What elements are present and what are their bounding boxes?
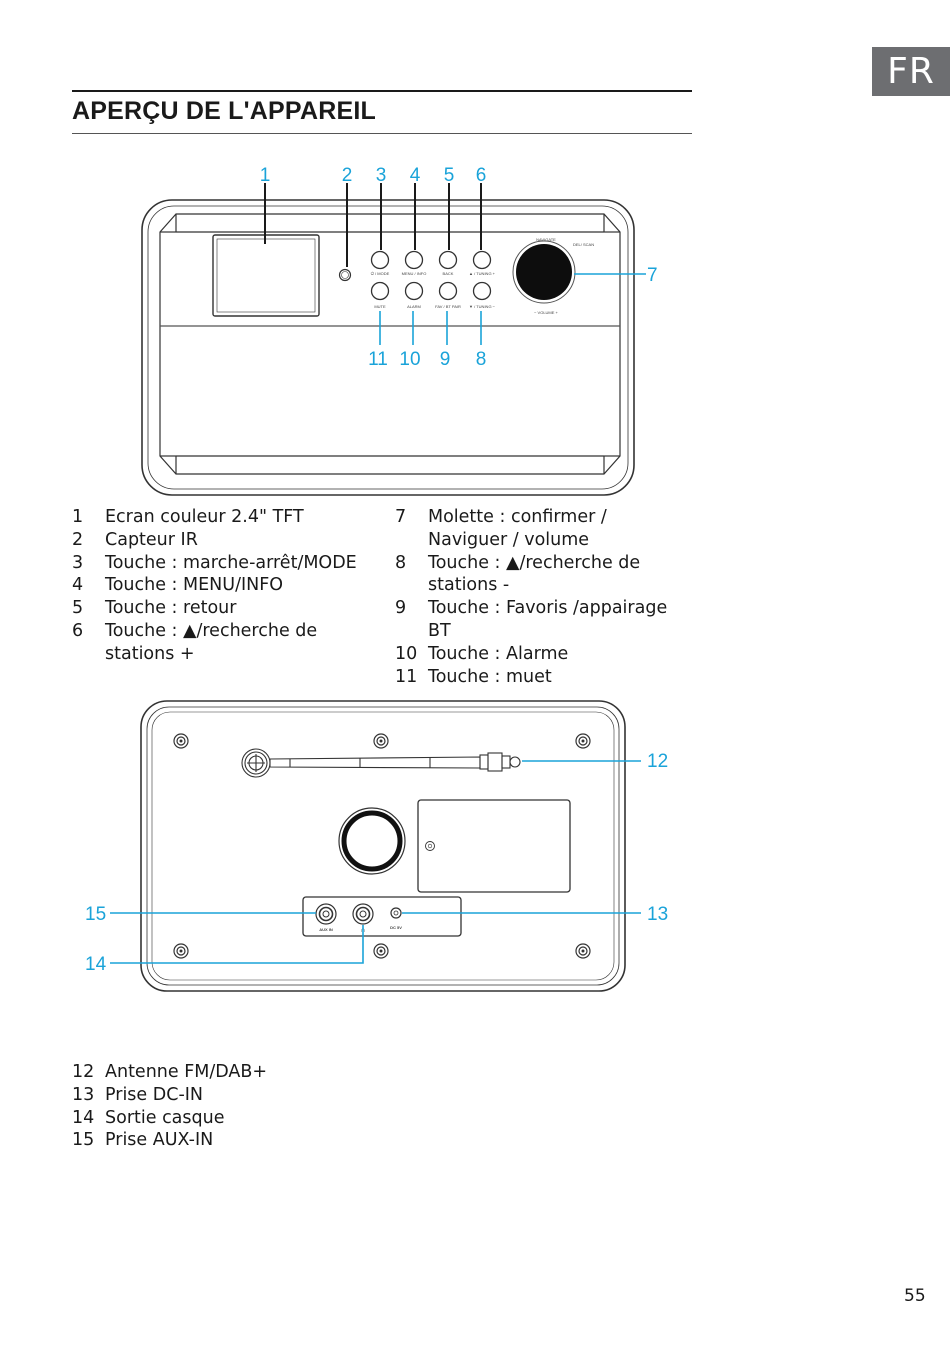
screw-icon xyxy=(373,733,389,749)
front-inner-frame xyxy=(147,205,629,490)
callout-number: 11 xyxy=(368,349,388,370)
panel-button xyxy=(472,250,492,270)
panel-button xyxy=(370,281,390,301)
speaker-port xyxy=(338,807,406,875)
language-tab: FR xyxy=(872,47,950,96)
button-label: ▼ / TUNING − xyxy=(469,304,496,309)
callout-number: 3 xyxy=(376,165,387,186)
knob-label-del-scan: DEL/ SCAN xyxy=(573,242,594,247)
callout-number: 10 xyxy=(399,349,420,370)
panel-button xyxy=(404,250,424,270)
button-label: BACK xyxy=(443,271,454,276)
front-outer-frame xyxy=(141,199,635,496)
battery-cover xyxy=(417,799,571,893)
button-label: ⏻ / MODE xyxy=(371,271,390,276)
knob-label-navigate: NAVIGATE xyxy=(536,237,556,242)
page-title: APERÇU DE L'APPAREIL xyxy=(72,97,376,125)
port-panel xyxy=(302,896,462,937)
screw-icon xyxy=(373,943,389,959)
ir-sensor xyxy=(338,268,352,282)
back-outer-frame xyxy=(140,700,626,992)
callout-number: 5 xyxy=(444,165,455,186)
title-rule-bottom xyxy=(72,133,692,134)
callout-number: 2 xyxy=(342,165,353,186)
callout-number: 13 xyxy=(647,904,668,925)
callout-number: 14 xyxy=(85,954,107,975)
headphone-port xyxy=(352,903,374,925)
callout-line xyxy=(110,925,364,964)
dc-in-label: DC 5V xyxy=(390,925,402,930)
dc-in-port xyxy=(390,907,402,919)
panel-button xyxy=(404,281,424,301)
callout-number: 1 xyxy=(260,165,271,186)
screw-icon xyxy=(575,733,591,749)
title-rule-top xyxy=(72,90,692,92)
screw-icon xyxy=(575,943,591,959)
panel-button xyxy=(438,250,458,270)
navigate-knob xyxy=(512,240,576,304)
button-label: MUTE xyxy=(374,304,386,309)
callout-number: 6 xyxy=(476,165,487,186)
panel-button xyxy=(438,281,458,301)
knob-label-volume: − VOLUME + xyxy=(534,310,558,315)
callout-number: 12 xyxy=(647,751,668,772)
panel-button xyxy=(472,281,492,301)
screw-icon xyxy=(173,943,189,959)
button-label: FAV / BT PAIR xyxy=(435,304,461,309)
callout-number: 8 xyxy=(476,349,487,370)
callout-number: 7 xyxy=(647,265,658,286)
aux-in-label: AUX IN xyxy=(319,927,333,932)
panel-button xyxy=(370,250,390,270)
button-label: ▲ / TUNING + xyxy=(469,271,496,276)
button-label: ALARM xyxy=(407,304,421,309)
screw-icon xyxy=(173,733,189,749)
page-number: 55 xyxy=(904,1286,926,1306)
aux-in-port xyxy=(315,903,337,925)
button-label: MENU / INFO xyxy=(402,271,427,276)
callout-number: 9 xyxy=(440,349,451,370)
callout-number: 15 xyxy=(85,904,106,925)
antenna xyxy=(241,748,521,778)
callout-number: 4 xyxy=(410,165,421,186)
